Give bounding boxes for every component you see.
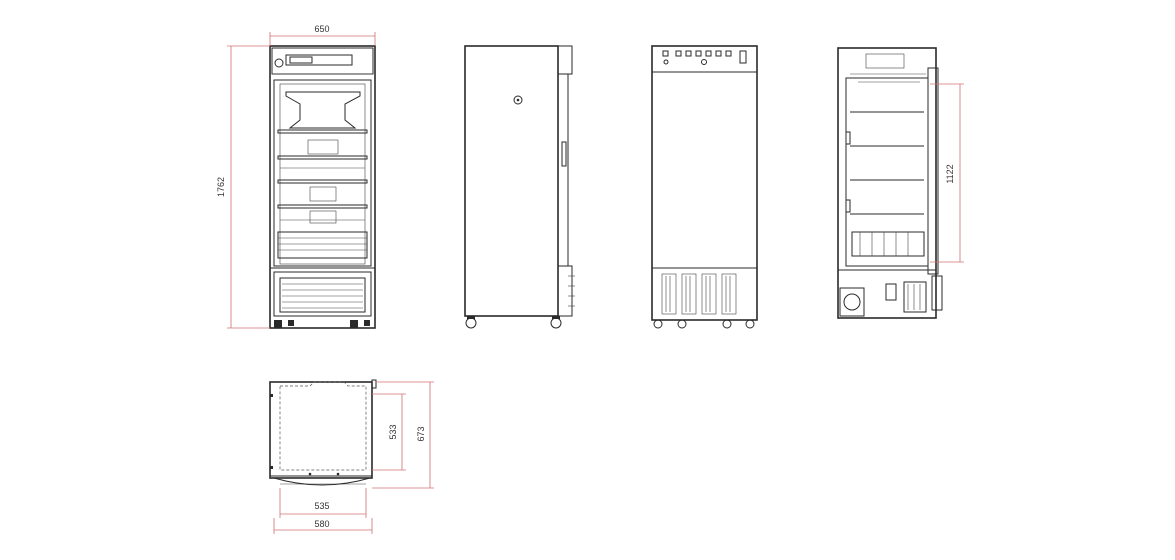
label-580: 580 [314,519,329,529]
connector-row [662,50,747,65]
front-view [269,45,376,329]
back-view [651,45,758,329]
dimension-overall-depth: 673 [372,381,434,489]
dimension-inner-width: 535 [279,488,367,518]
label-535: 535 [314,501,329,511]
lock-icon [513,95,523,105]
dimension-height-front: 1762 [216,45,270,329]
dimension-width-front: 650 [269,24,376,46]
dimension-inner-height: 1122 [930,83,964,263]
basket-grid [278,237,367,251]
label-673: 673 [416,426,426,441]
label-1122: 1122 [945,164,955,183]
dimension-inner-depth: 533 [372,393,406,471]
dimension-body-width: 580 [273,518,373,534]
section-view [837,47,943,319]
back-vent-grills [661,273,737,315]
top-view [269,379,377,486]
label-650: 650 [314,24,329,34]
label-1762: 1762 [216,177,226,197]
label-533: 533 [388,424,398,439]
side-door-view [464,45,575,329]
